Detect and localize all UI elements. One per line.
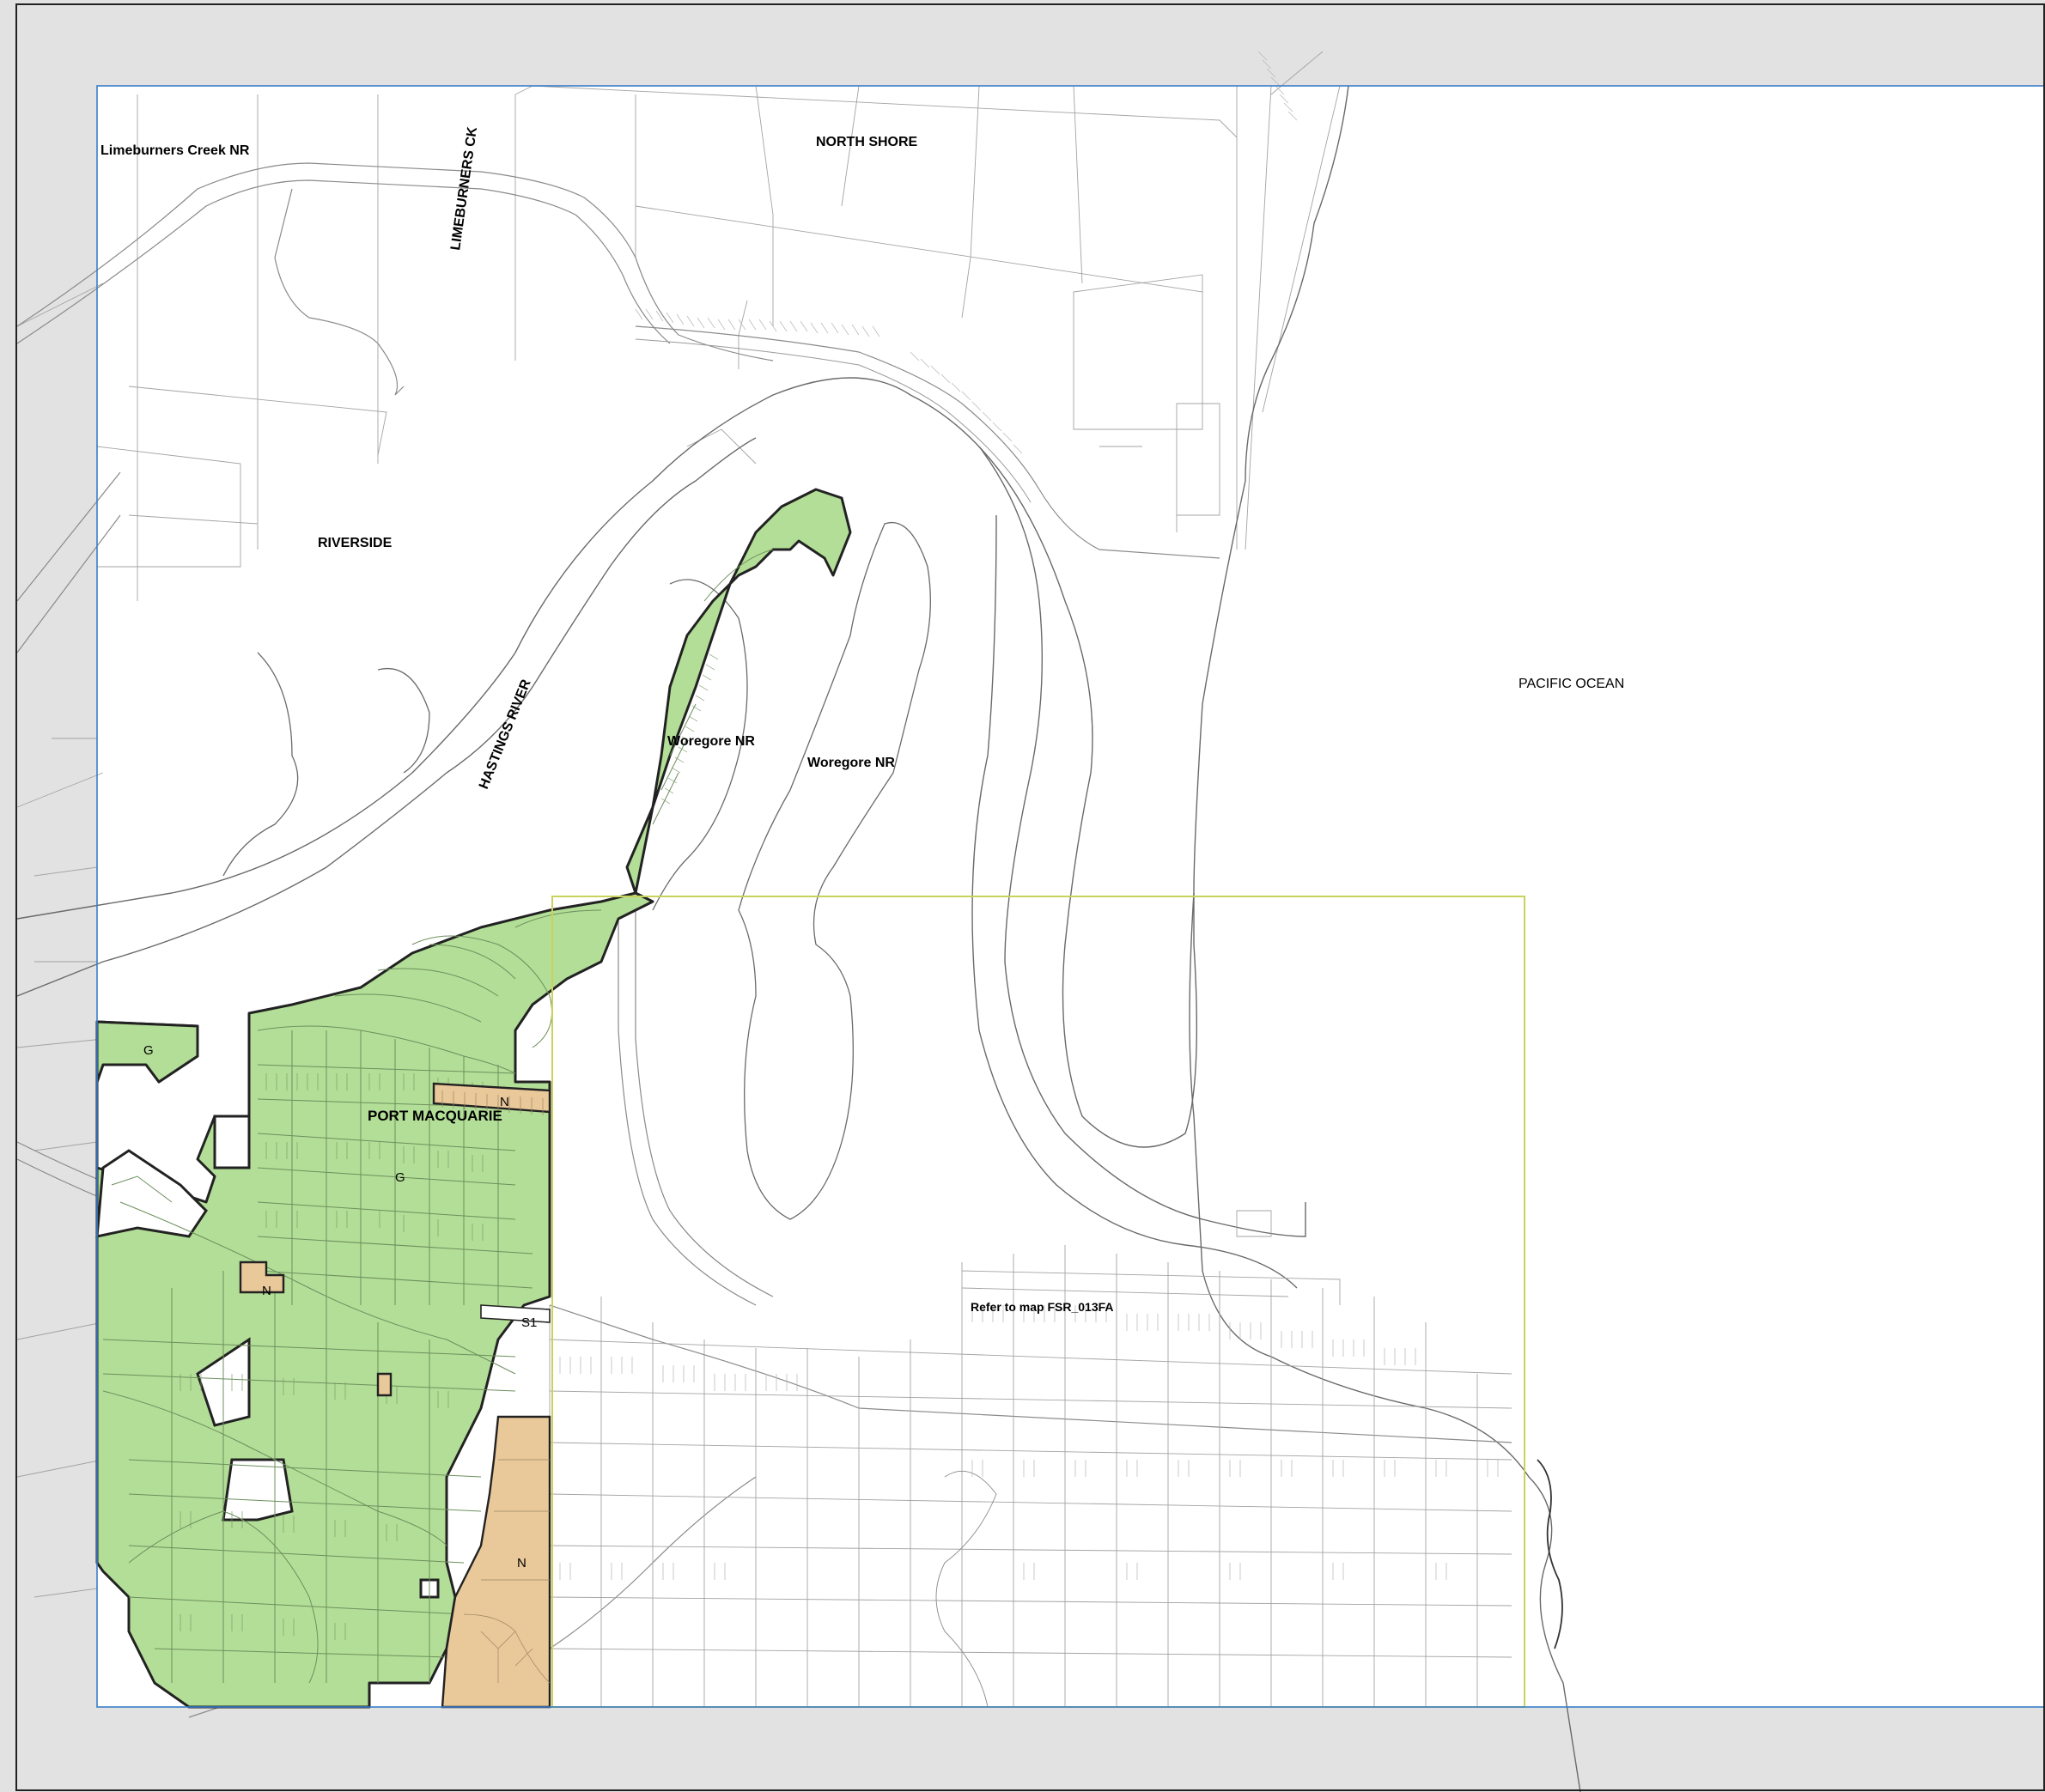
zone-n-tiny (376, 1372, 393, 1397)
label-refer-note: Refer to map FSR_013FA (971, 1300, 1114, 1314)
label-woregore-nr-1: Woregore NR (667, 734, 755, 749)
label-port-macquarie: PORT MACQUARIE (368, 1108, 502, 1124)
waterways (16, 85, 1581, 1792)
outer-border (15, 3, 2045, 1791)
river-channel (978, 446, 1306, 1237)
label-north-shore: NORTH SHORE (816, 135, 918, 149)
zone-code-g-main: G (395, 1170, 405, 1185)
zone-g-west-patch (95, 1020, 199, 1084)
map-frame (96, 85, 2045, 1708)
label-limeburners-creek-nr: Limeburners Creek NR (100, 143, 250, 158)
zone-g-peninsula (625, 488, 852, 895)
label-pacific-ocean: PACIFIC OCEAN (1519, 677, 1624, 691)
cadastre-lot-hatch (559, 51, 1499, 1580)
zone-code-s1: S1 (521, 1315, 537, 1330)
zone-code-n-small: N (262, 1284, 271, 1298)
coastline-south (1189, 892, 1581, 1792)
channel-south-bank (971, 514, 1298, 1289)
zone-n-areas (239, 1082, 551, 1709)
zone-g-lot-hatch (180, 653, 719, 1640)
coastline (1193, 85, 1349, 894)
zone-code-labels: G G N N N S1 (143, 1043, 537, 1570)
label-riverside: RIVERSIDE (318, 536, 393, 550)
zone-code-n-strip: N (500, 1095, 509, 1109)
zone-n-small (239, 1260, 285, 1294)
zone-code-n-east: N (517, 1556, 526, 1570)
zone-g-streets (102, 549, 774, 1684)
zone-code-g-west: G (143, 1043, 154, 1058)
hastings-river-south-bank (16, 437, 757, 997)
coastline-east-detail (1537, 1459, 1563, 1649)
cadastre-north (16, 51, 1341, 1598)
zone-n-east (441, 1415, 551, 1709)
s1-site (480, 1304, 551, 1323)
label-woregore-nr-2: Woregore NR (807, 756, 895, 770)
zone-n-detail (441, 1090, 551, 1684)
